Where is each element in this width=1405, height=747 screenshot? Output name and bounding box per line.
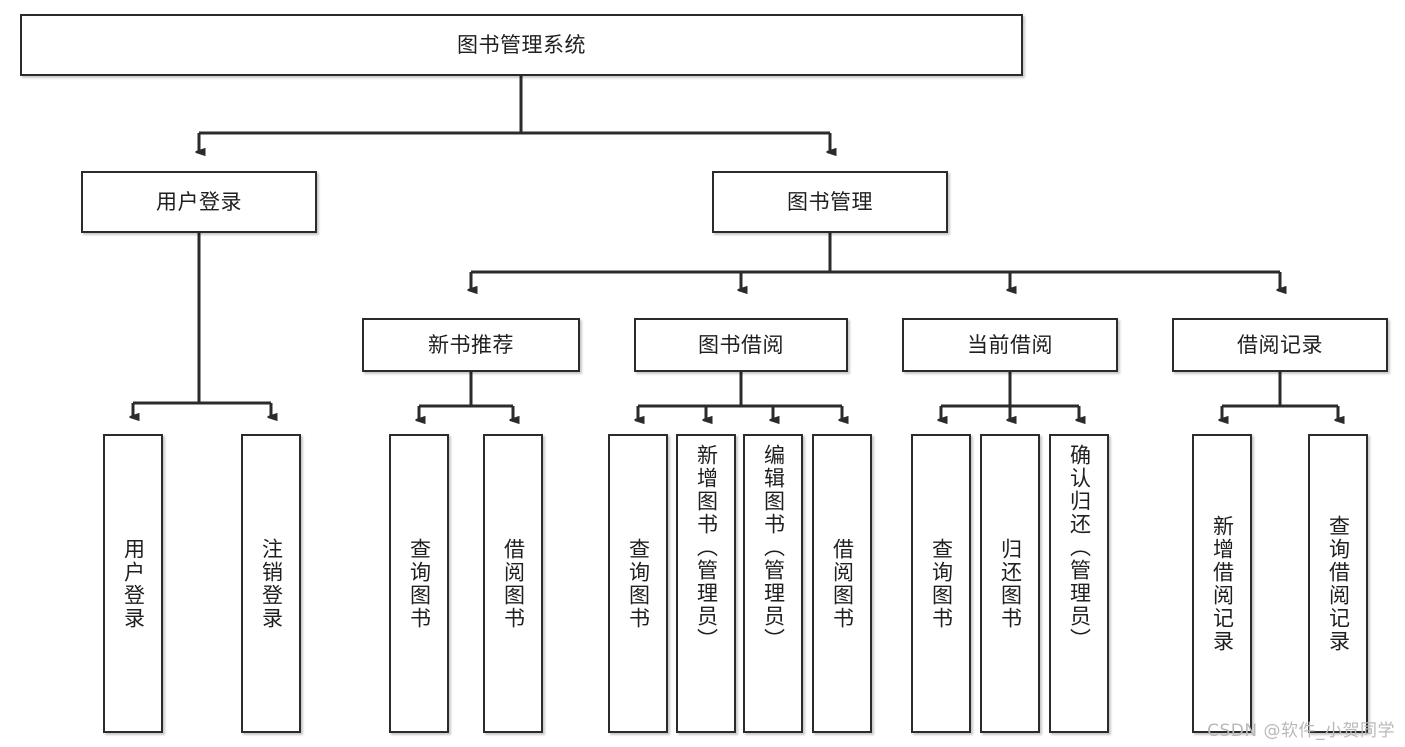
leaf-return-book[interactable]: 归还图书 bbox=[980, 434, 1040, 733]
leaf-query-book-recommend-label: 查询图书 bbox=[407, 537, 432, 630]
leaf-borrow-book-borrow[interactable]: 借阅图书 bbox=[812, 434, 872, 733]
node-new-book-recommend[interactable]: 新书推荐 bbox=[362, 318, 580, 372]
leaf-borrow-book-borrow-label: 借阅图书 bbox=[830, 537, 855, 630]
node-book-management-label: 图书管理 bbox=[787, 189, 873, 214]
leaf-add-borrow-record[interactable]: 新增借阅记录 bbox=[1192, 434, 1252, 733]
leaf-add-book-admin[interactable]: 新增图书（管理员） bbox=[676, 434, 736, 733]
leaf-query-book-recommend[interactable]: 查询图书 bbox=[389, 434, 449, 733]
node-current-borrow[interactable]: 当前借阅 bbox=[902, 318, 1118, 372]
node-root[interactable]: 图书管理系统 bbox=[20, 14, 1023, 76]
leaf-user-login[interactable]: 用户登录 bbox=[103, 434, 163, 733]
node-current-borrow-label: 当前借阅 bbox=[967, 332, 1053, 357]
node-book-borrow-label: 图书借阅 bbox=[698, 332, 784, 357]
leaf-return-book-label: 归还图书 bbox=[998, 537, 1023, 630]
leaf-query-book-borrow-label: 查询图书 bbox=[626, 537, 651, 630]
node-user-login[interactable]: 用户登录 bbox=[81, 171, 317, 233]
leaf-query-borrow-record-label: 查询借阅记录 bbox=[1326, 514, 1351, 653]
leaf-logout-label: 注销登录 bbox=[259, 537, 284, 630]
leaf-user-login-label: 用户登录 bbox=[121, 537, 146, 630]
node-borrow-record-label: 借阅记录 bbox=[1237, 332, 1323, 357]
leaf-query-book-borrow[interactable]: 查询图书 bbox=[608, 434, 668, 733]
leaf-query-borrow-record[interactable]: 查询借阅记录 bbox=[1308, 434, 1368, 733]
leaf-query-book-current-label: 查询图书 bbox=[929, 537, 954, 630]
watermark: CSDN @软件_小贺同学 bbox=[1207, 721, 1395, 741]
leaf-add-borrow-record-label: 新增借阅记录 bbox=[1210, 514, 1235, 653]
node-book-management[interactable]: 图书管理 bbox=[712, 171, 948, 233]
leaf-confirm-return-admin-label: 确认归还（管理员） bbox=[1067, 444, 1092, 651]
node-book-borrow[interactable]: 图书借阅 bbox=[634, 318, 848, 372]
leaf-logout[interactable]: 注销登录 bbox=[241, 434, 301, 733]
leaf-edit-book-admin-label: 编辑图书（管理员） bbox=[761, 444, 786, 651]
leaf-query-book-current[interactable]: 查询图书 bbox=[911, 434, 971, 733]
leaf-edit-book-admin[interactable]: 编辑图书（管理员） bbox=[743, 434, 803, 733]
node-user-login-label: 用户登录 bbox=[156, 189, 242, 214]
leaf-confirm-return-admin[interactable]: 确认归还（管理员） bbox=[1049, 434, 1109, 733]
node-new-book-recommend-label: 新书推荐 bbox=[428, 332, 514, 357]
leaf-borrow-book-recommend[interactable]: 借阅图书 bbox=[483, 434, 543, 733]
node-root-label: 图书管理系统 bbox=[457, 32, 586, 57]
leaf-add-book-admin-label: 新增图书（管理员） bbox=[694, 444, 719, 651]
leaf-borrow-book-recommend-label: 借阅图书 bbox=[501, 537, 526, 630]
node-borrow-record[interactable]: 借阅记录 bbox=[1172, 318, 1388, 372]
